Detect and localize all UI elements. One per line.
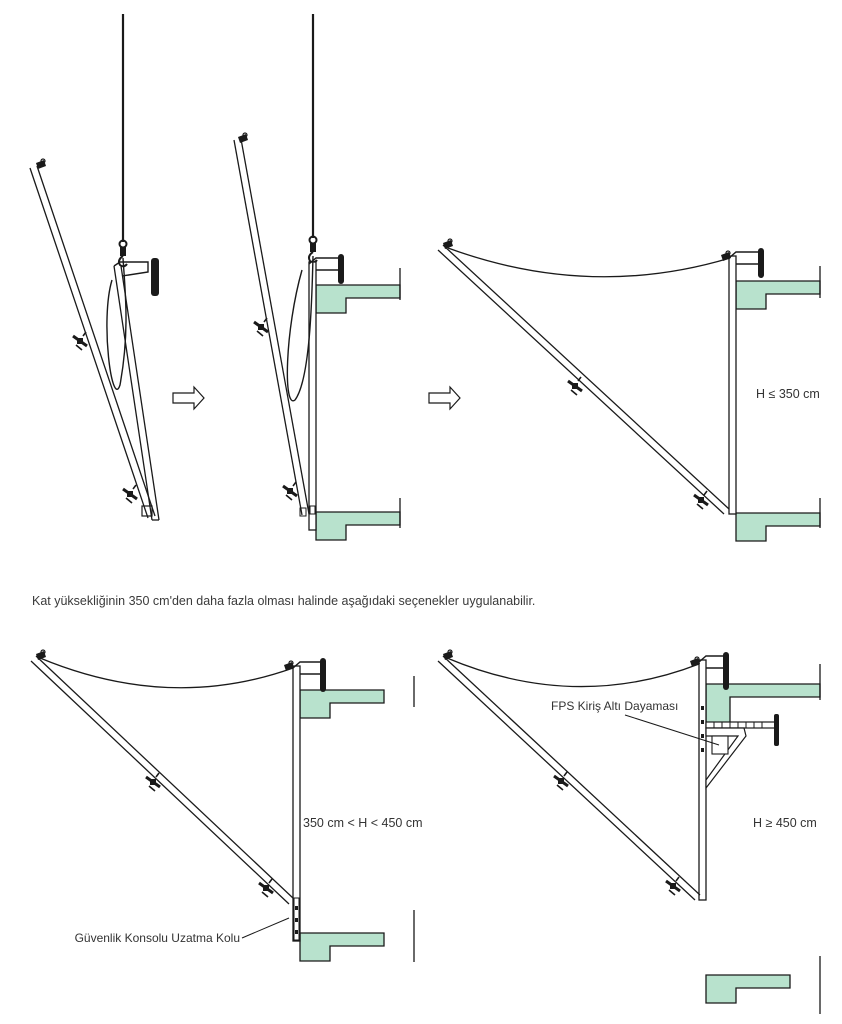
safety-net-rope bbox=[446, 657, 700, 688]
top-bracket bbox=[113, 258, 159, 296]
option1-extension-arm: 350 cm < H < 450 cm Güvenlik Konsolu Uza… bbox=[30, 649, 423, 962]
clamp-icon bbox=[566, 375, 584, 397]
height-label: 350 cm < H < 450 cm bbox=[303, 816, 423, 830]
next-step-arrow-icon bbox=[428, 385, 461, 411]
floor-slab-upper bbox=[299, 689, 385, 719]
console-post bbox=[698, 659, 707, 901]
floor-slab-upper bbox=[705, 683, 821, 725]
console-arm bbox=[437, 649, 701, 901]
safety-net-rope bbox=[39, 657, 294, 689]
step3-installed: H ≤ 350 cm bbox=[437, 238, 821, 542]
option2-beam-support: FPS Kiriş Altı Dayaması H ≥ 450 cm bbox=[437, 649, 821, 1014]
fps-beam-support bbox=[705, 714, 779, 790]
floor-slab-lower bbox=[299, 932, 385, 962]
next-step-arrow-icon bbox=[172, 385, 205, 411]
console-post bbox=[308, 261, 317, 531]
top-bracket bbox=[292, 658, 326, 692]
clamp-icon bbox=[281, 480, 299, 502]
extension-arm bbox=[293, 897, 300, 941]
console-arm bbox=[437, 238, 730, 515]
console-arm bbox=[233, 132, 310, 516]
caption-text: Kat yüksekliğinin 350 cm'den daha fazla … bbox=[32, 594, 536, 608]
top-bracket bbox=[728, 248, 764, 278]
step2-placing bbox=[233, 14, 401, 541]
step1-lifting bbox=[29, 14, 160, 521]
lifting-chain bbox=[286, 255, 314, 402]
console-post bbox=[728, 255, 737, 515]
post-holes bbox=[701, 706, 704, 752]
callout-line bbox=[241, 917, 290, 939]
clamp-icon bbox=[252, 316, 270, 338]
floor-slab-upper bbox=[315, 284, 401, 314]
console-arm bbox=[30, 649, 295, 905]
console-post bbox=[292, 665, 301, 942]
console-arm bbox=[29, 158, 156, 519]
floor-slab-lower bbox=[705, 974, 791, 1004]
part-label: FPS Kiriş Altı Dayaması bbox=[551, 699, 678, 713]
callout-line bbox=[624, 714, 720, 746]
safety-net-rope bbox=[447, 247, 731, 278]
top-bracket bbox=[308, 254, 344, 284]
floor-slab-lower bbox=[735, 512, 821, 542]
part-label: Güvenlik Konsolu Uzatma Kolu bbox=[75, 931, 240, 945]
floor-slab-upper bbox=[735, 280, 821, 310]
clamp-icon bbox=[121, 483, 139, 505]
lifting-chain bbox=[106, 257, 127, 390]
height-label: H ≤ 350 cm bbox=[756, 387, 820, 401]
top-bracket bbox=[698, 652, 729, 690]
clamp-icon bbox=[71, 330, 89, 352]
floor-slab-lower bbox=[315, 511, 401, 541]
height-label: H ≥ 450 cm bbox=[753, 816, 817, 830]
clamp-icon bbox=[692, 489, 710, 511]
